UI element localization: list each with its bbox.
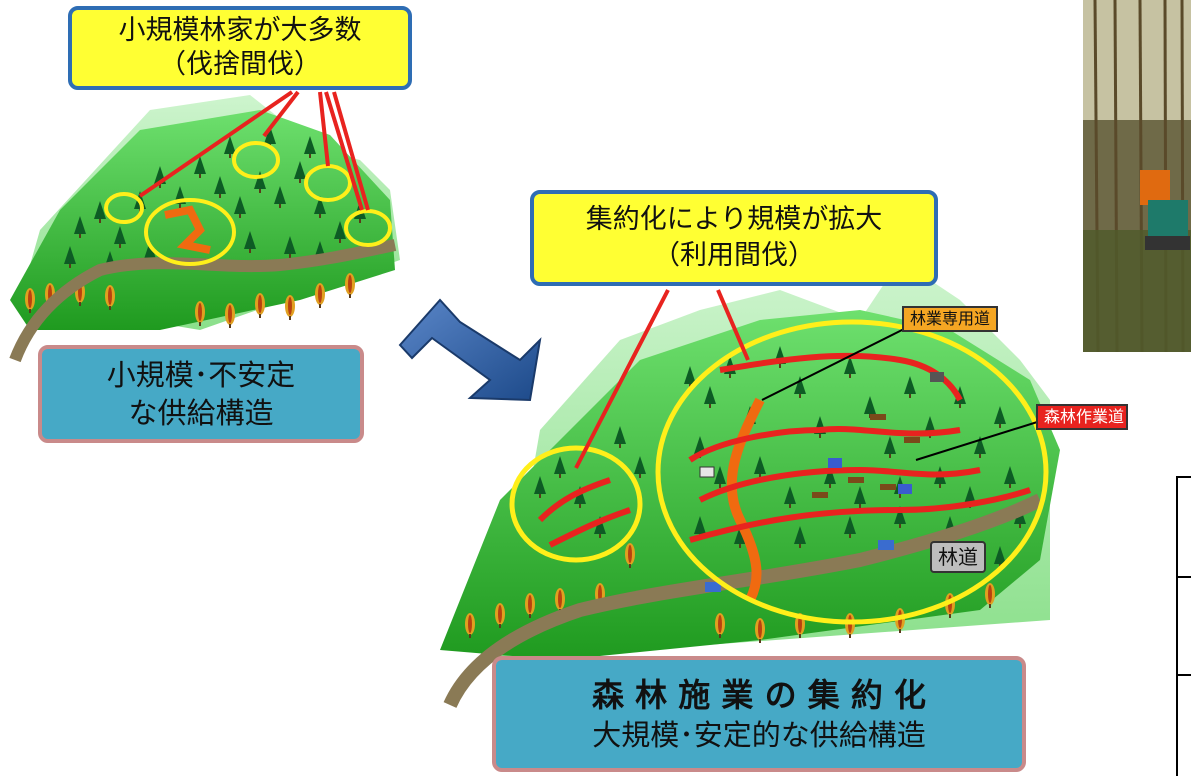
- callout-arrows-large: [574, 289, 750, 469]
- truck-icon: [699, 466, 894, 592]
- callout-large-line1: 集約化により規模が拡大: [585, 204, 883, 235]
- callout-small-owners: 小規模林家が大多数 （伐捨間伐）: [68, 6, 412, 90]
- large-scale-forest: [440, 260, 1060, 709]
- log-pile-icon: [812, 414, 920, 498]
- work-road-tag: 森林作業道: [1036, 404, 1129, 430]
- large-structure-line2: 大規模･安定的な供給構造: [592, 718, 926, 752]
- dedicated-road-path: [726, 397, 765, 603]
- small-structure-line1: 小規模･不安定: [106, 358, 296, 392]
- large-structure-line1: 森 林 施 業 の 集 約 化: [592, 676, 926, 714]
- transition-arrow-icon: [398, 298, 542, 402]
- highlight-circle-large: [655, 319, 1049, 625]
- excavator-icon: [828, 372, 944, 494]
- callout-large-line2: （利用間伐）: [653, 240, 815, 271]
- callout-small-line1: 小規模林家が大多数: [118, 15, 362, 46]
- small-scale-forest: [9, 90, 400, 363]
- road-leader-lines: [761, 325, 1051, 461]
- callout-arrows-small: [138, 90, 370, 211]
- small-structure-label: 小規模･不安定 な供給構造: [38, 345, 364, 443]
- dedicated-road-tag: 林業専用道: [902, 306, 999, 332]
- forest-road-tag: 林道: [930, 541, 986, 573]
- callout-consolidation: 集約化により規模が拡大 （利用間伐）: [530, 190, 938, 286]
- large-structure-label: 森 林 施 業 の 集 約 化 大規模･安定的な供給構造: [492, 656, 1026, 772]
- table-fragment: [1176, 476, 1191, 776]
- excavator-photo-icon: [1140, 170, 1190, 250]
- highlight-circle-small: [509, 445, 643, 563]
- callout-small-line2: （伐捨間伐）: [159, 49, 321, 80]
- forest-work-photo: [1083, 0, 1191, 353]
- small-structure-line2: な供給構造: [128, 396, 274, 430]
